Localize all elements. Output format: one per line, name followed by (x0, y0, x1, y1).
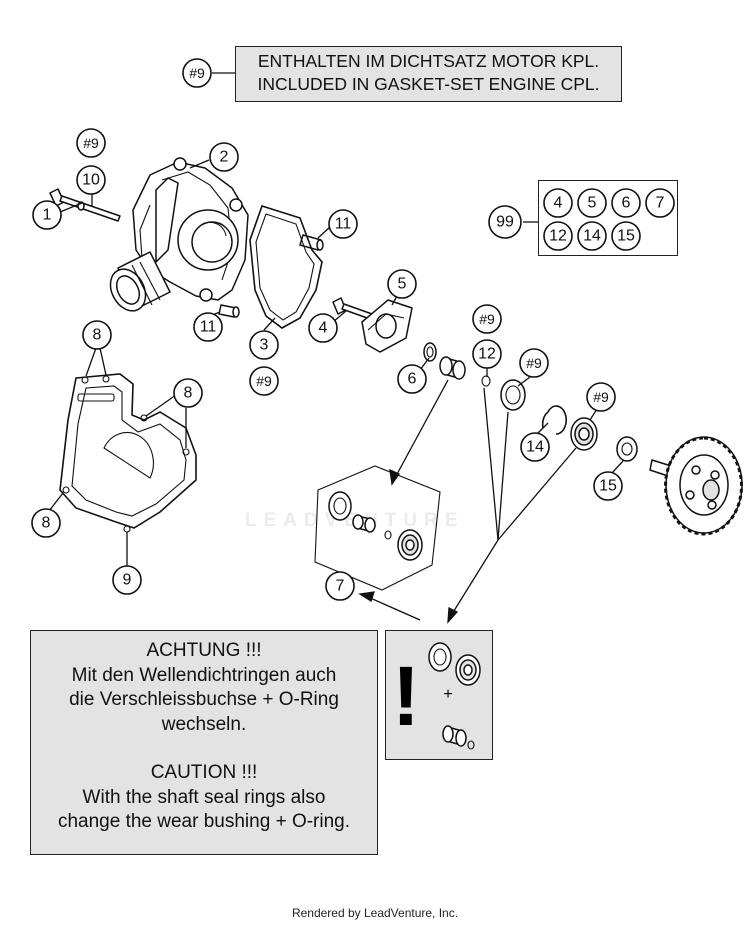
kit-item-6: 6 (611, 188, 641, 218)
callout-ref9-seal: #9 (519, 348, 549, 378)
callout-ref9-top: #9 (182, 58, 212, 88)
impeller-part (361, 299, 413, 353)
svg-text:8: 8 (42, 515, 51, 532)
svg-text:15: 15 (599, 478, 617, 495)
caution-de-line3: wechseln. (161, 713, 247, 735)
svg-text:7: 7 (656, 195, 665, 212)
shaft-seal-part (500, 379, 526, 411)
callout-10: 10 (76, 165, 106, 195)
callout-7: 7 (325, 571, 355, 601)
kit-item-12: 12 (543, 221, 573, 251)
caution-note: ACHTUNG !!! Mit den Wellendichtringen au… (30, 630, 378, 855)
svg-text:11: 11 (335, 216, 352, 233)
callout-11-bottom: 11 (193, 312, 223, 342)
caution-de-title: ACHTUNG !!! (146, 640, 262, 661)
callout-ref9-oring: #9 (472, 304, 502, 334)
caution-de-line1: Mit den Wellendichtringen auch (71, 664, 337, 686)
bolt-part (49, 188, 121, 222)
callout-15: 15 (593, 471, 623, 501)
callout-1: 1 (32, 200, 62, 230)
seal-replacement-box: ! + (385, 630, 493, 760)
svg-text:11: 11 (200, 319, 217, 336)
callout-5: 5 (387, 269, 417, 299)
svg-text:10: 10 (82, 172, 100, 189)
seal-kit-detail (314, 465, 441, 591)
svg-text:3: 3 (260, 337, 269, 354)
impeller-screw-part (332, 297, 373, 320)
circlip-part (541, 405, 567, 435)
svg-text:9: 9 (123, 572, 132, 589)
caution-de-line2: die Verschleissbuchse + O-Ring (69, 689, 339, 710)
pump-shaft-gear-part (649, 436, 743, 536)
pump-gasket-outline (59, 373, 197, 533)
gasket-set-note: ENTHALTEN IM DICHTSATZ MOTOR KPL. INCLUD… (235, 46, 622, 102)
callout-14: 14 (520, 432, 550, 462)
svg-text:6: 6 (408, 371, 417, 388)
svg-text:8: 8 (93, 327, 102, 344)
seal-replacement-parts: ! + (392, 642, 481, 750)
wear-bushing-part (439, 356, 466, 380)
svg-text:#9: #9 (479, 311, 495, 327)
callout-3: 3 (249, 330, 279, 360)
callout-8-top: 8 (82, 320, 112, 350)
svg-text:15: 15 (617, 228, 635, 245)
svg-text:#9: #9 (526, 355, 542, 371)
bearing-seal-part (570, 417, 598, 451)
gasket-note-de: ENTHALTEN IM DICHTSATZ MOTOR KPL. (257, 51, 600, 71)
callout-ref9-cover: #9 (76, 128, 106, 158)
footer-credit: Rendered by LeadVenture, Inc. (291, 906, 459, 920)
kit-item-4: 4 (543, 188, 573, 218)
callout-9: 9 (112, 565, 142, 595)
caution-en-title: CAUTION !!! (150, 762, 258, 783)
dowel-pin-part (218, 234, 324, 318)
svg-text:#9: #9 (256, 373, 272, 389)
svg-text:14: 14 (583, 228, 601, 245)
pump-cover-part (109, 157, 249, 312)
callout-ref9-gasket: #9 (249, 366, 279, 396)
kit-item-14: 14 (577, 221, 607, 251)
caution-en-line1: With the shaft seal rings also (82, 786, 326, 808)
svg-text:5: 5 (398, 276, 407, 293)
svg-text:#9: #9 (189, 65, 205, 81)
svg-text:6: 6 (622, 195, 631, 212)
svg-text:12: 12 (478, 346, 496, 363)
plus-sign: + (443, 686, 452, 703)
shaft-bearing-part (616, 436, 638, 462)
callout-8-right: 8 (173, 378, 203, 408)
gasket-note-en: INCLUDED IN GASKET-SET ENGINE CPL. (257, 74, 600, 94)
cover-gasket-part (249, 205, 323, 329)
callout-11-top: 11 (328, 209, 358, 239)
callout-ref9-bearing: #9 (586, 382, 616, 412)
svg-text:4: 4 (554, 195, 563, 212)
svg-text:2: 2 (220, 149, 229, 166)
svg-text:99: 99 (496, 214, 514, 231)
kit-item-15: 15 (611, 221, 641, 251)
svg-text:4: 4 (319, 320, 328, 337)
exclaim-icon: ! (392, 649, 420, 743)
svg-text:7: 7 (336, 578, 345, 595)
svg-text:#9: #9 (83, 135, 99, 151)
callout-12: 12 (472, 339, 502, 369)
svg-text:12: 12 (549, 228, 567, 245)
kit-item-7: 7 (645, 188, 675, 218)
svg-text:14: 14 (526, 439, 544, 456)
svg-text:5: 5 (588, 195, 597, 212)
kit-99-contents: 4 5 6 7 12 14 15 (538, 180, 678, 256)
callout-2: 2 (209, 142, 239, 172)
kit-item-5: 5 (577, 188, 607, 218)
washer-part (423, 342, 437, 362)
callout-8-left: 8 (31, 508, 61, 538)
svg-text:1: 1 (43, 207, 52, 224)
kit-items: 4 5 6 7 12 14 15 (543, 188, 675, 251)
caution-en-line2: change the wear bushing + O-ring. (57, 811, 351, 832)
svg-text:8: 8 (184, 385, 193, 402)
callout-6: 6 (397, 364, 427, 394)
o-ring-part (481, 375, 491, 387)
watermark: LEADVENTURE (245, 510, 465, 532)
leader-lines (48, 159, 624, 624)
callout-99: 99 (488, 205, 522, 239)
callout-4: 4 (308, 313, 338, 343)
svg-text:#9: #9 (593, 389, 609, 405)
